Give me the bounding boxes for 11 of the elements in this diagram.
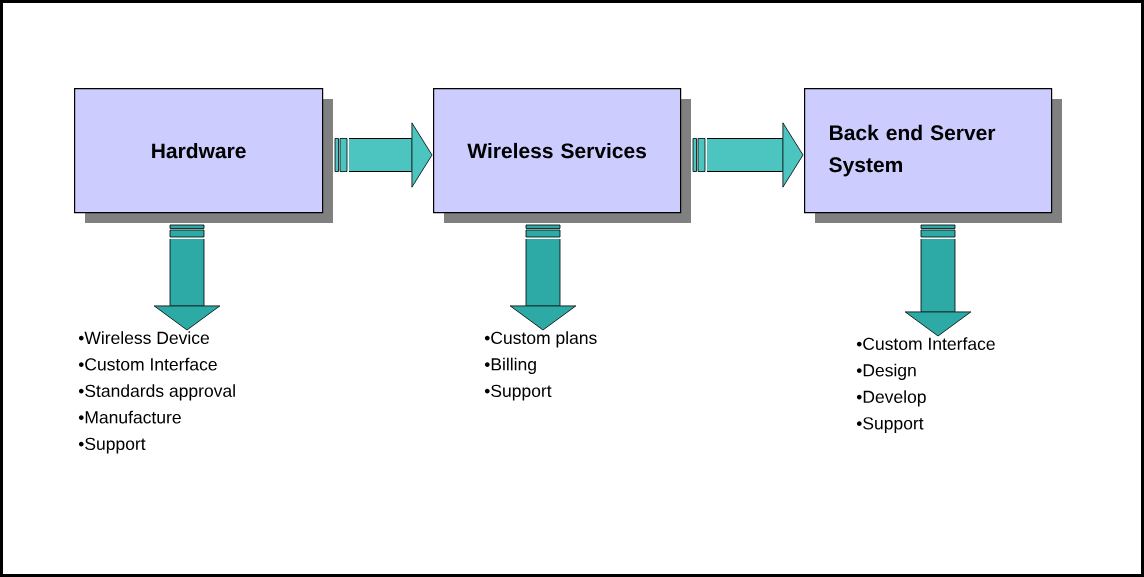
process-box: Hardware [74, 88, 333, 223]
bullet-list: •Custom plans •Billing •Support [484, 331, 597, 401]
block-arrow [153, 224, 221, 331]
block-arrow [509, 224, 577, 331]
block-arrow [904, 224, 972, 337]
process-box: Back end Server System [804, 88, 1062, 223]
block-arrow [692, 122, 804, 188]
block-arrow [334, 122, 433, 188]
bullet-list: •Wireless Device •Custom Interface •Standards approval •Manufacture •Support [78, 331, 235, 454]
process-box: Wireless Services [433, 88, 691, 223]
bullet-list: •Custom Interface •Design •Develop •Support [856, 337, 995, 433]
